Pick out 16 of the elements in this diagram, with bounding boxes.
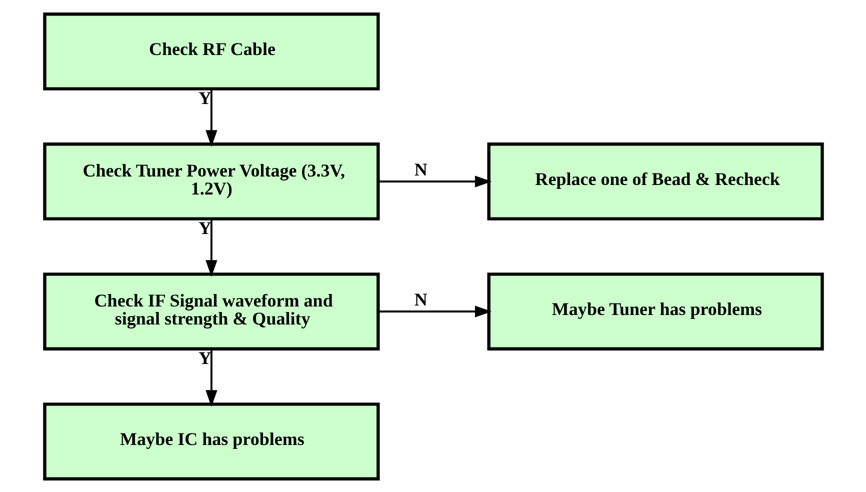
edge-label: Y [198, 217, 212, 238]
edge-label: Y [198, 87, 212, 108]
edge-label: N [414, 288, 427, 309]
edge-label: N [414, 158, 427, 179]
node-box: Check RF Cable [42, 12, 380, 90]
edge-label: Y [198, 347, 212, 368]
node-box: Check IF Signal waveform and signal strength & Quality [42, 272, 380, 350]
node-box: Maybe IC has problems [42, 402, 380, 480]
arrow [378, 175, 492, 187]
arrow [205, 218, 217, 276]
arrow [205, 88, 217, 146]
arrow [205, 348, 217, 406]
node-box: Replace one of Bead & Recheck [486, 142, 824, 220]
node-box: Check Tuner Power Voltage (3.3V, 1.2V) [42, 142, 380, 220]
arrow [378, 305, 492, 317]
node-box: Maybe Tuner has problems [486, 272, 824, 350]
